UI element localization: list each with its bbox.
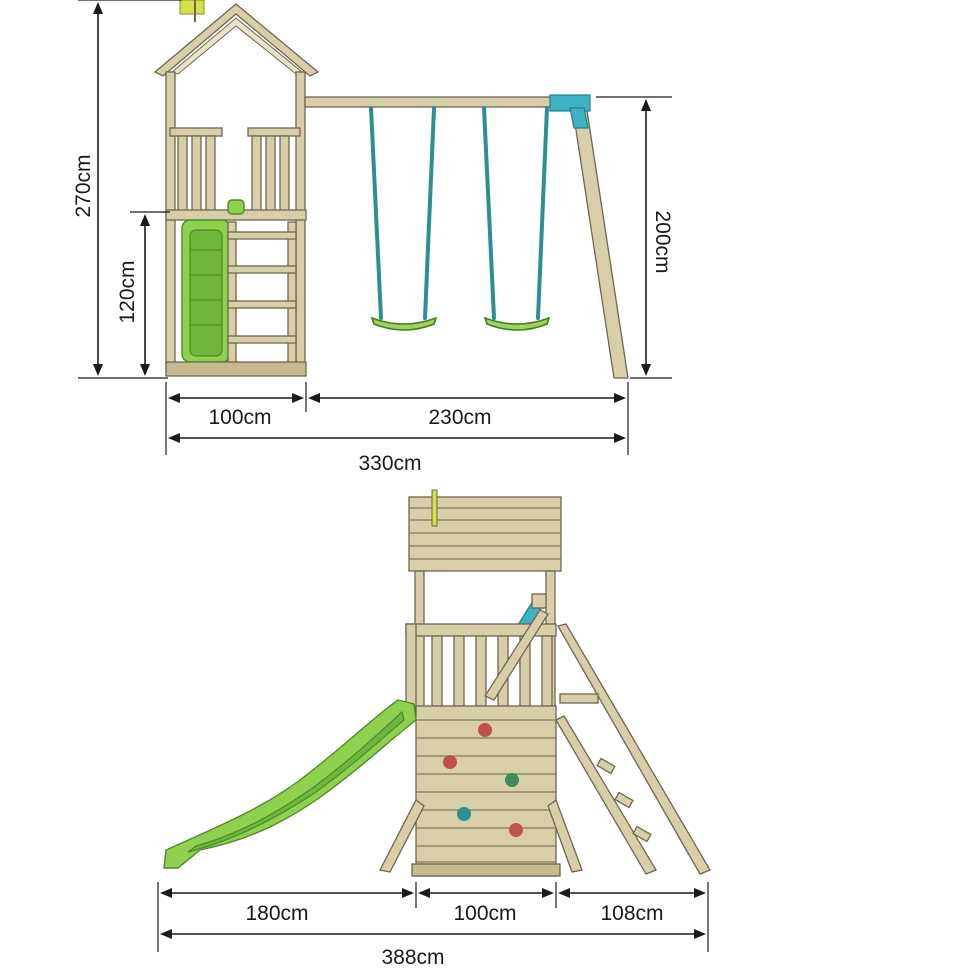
climbing-hold-icon <box>457 807 471 821</box>
side-slide <box>181 199 245 363</box>
climbing-wall <box>415 705 557 877</box>
dim-height-swing: 200cm <box>596 96 674 379</box>
dim-height-total: 270cm <box>72 0 182 379</box>
label-width-total-side: 330cm <box>358 452 421 475</box>
label-height-swing: 200cm <box>651 210 674 273</box>
swing-seat-left <box>369 106 438 331</box>
front-base <box>411 863 561 877</box>
label-height-total: 270cm <box>72 154 95 217</box>
dim-widths-side: 100cm 230cm 330cm <box>165 382 629 475</box>
front-view: 180cm 100cm 108cm 388cm <box>157 489 711 969</box>
label-width-tower-front: 100cm <box>453 902 516 925</box>
front-leg-right <box>547 798 583 873</box>
climbing-hold-icon <box>443 755 457 769</box>
front-rails <box>405 609 557 707</box>
label-width-tower-side: 100cm <box>208 406 271 429</box>
dim-height-platform: 120cm <box>116 211 170 376</box>
label-width-ladder: 108cm <box>600 902 663 925</box>
front-leg-left <box>379 799 425 873</box>
label-width-slide: 180cm <box>245 902 308 925</box>
climbing-hold-icon <box>478 723 492 737</box>
front-ladder <box>555 623 711 875</box>
front-roof <box>408 489 562 572</box>
front-slide <box>163 699 417 869</box>
flag-icon <box>179 0 205 22</box>
side-ladder <box>227 221 297 373</box>
side-view: 270cm 120cm 200cm 100cm <box>72 0 674 475</box>
label-width-total-front: 388cm <box>381 946 444 969</box>
label-width-swing: 230cm <box>428 406 491 429</box>
tower-base <box>165 361 307 377</box>
swing-frame <box>304 94 629 379</box>
dim-widths-front: 180cm 100cm 108cm 388cm <box>157 882 709 969</box>
label-height-platform: 120cm <box>116 260 139 323</box>
climbing-hold-icon <box>505 773 519 787</box>
tower-walls <box>165 127 307 221</box>
swing-seat-right <box>482 106 551 331</box>
climbing-hold-icon <box>509 823 523 837</box>
